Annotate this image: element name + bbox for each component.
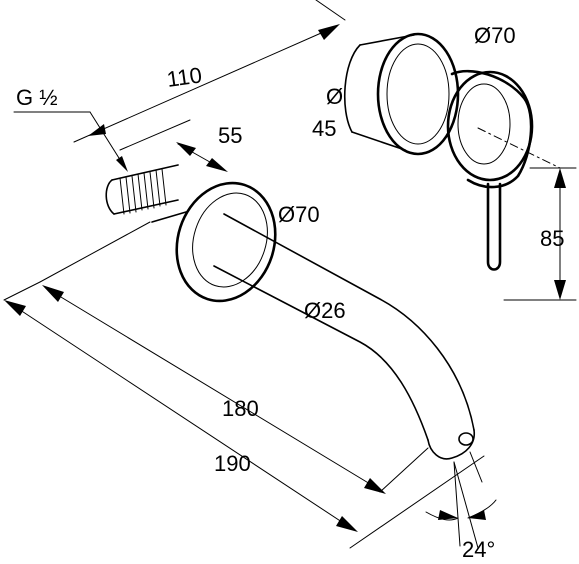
mixer-body [343, 32, 534, 271]
ext-190-right [349, 455, 485, 549]
spout-rosette-inner [192, 192, 268, 288]
angle-ref-vertical [453, 461, 461, 547]
spout-rosette [175, 181, 277, 303]
dim-110-label: 110 [165, 62, 203, 92]
ext-190-left [3, 281, 41, 301]
mixer-rosette-inner [386, 43, 450, 145]
ext-110-right [315, 0, 346, 21]
dimline-180 [45, 287, 381, 491]
mixer-cap-ring [457, 83, 511, 165]
arrow-180-left [42, 285, 64, 302]
arrow-55-right [206, 158, 228, 172]
arrow-190-left [4, 300, 26, 316]
arrow-55-left [176, 142, 196, 156]
dim-190-label: 190 [214, 451, 251, 476]
spout-tube-top [223, 213, 475, 431]
angle-24-label: 24° [462, 537, 495, 562]
mixer-centerline [477, 127, 561, 169]
thread-bottom [113, 199, 179, 215]
dia-70-top-label: Ø70 [474, 23, 516, 48]
thread-grooves [119, 168, 167, 215]
spout-aerator [458, 432, 474, 446]
thread-top [111, 164, 179, 181]
thread-leader-arrow [116, 156, 128, 172]
arrow-180-right [364, 478, 386, 494]
mixer-lever [486, 182, 502, 271]
spout [105, 164, 476, 460]
dia-45-label: 45 [312, 116, 336, 141]
arrow-angle-right [468, 510, 486, 520]
thread-leader [89, 111, 125, 167]
ext-180-left [39, 221, 151, 283]
dia-26-label: Ø26 [304, 298, 346, 323]
mixer-body-back [343, 44, 361, 133]
arrow-110-right [318, 24, 340, 40]
arrow-angle-left [438, 510, 458, 520]
mixer-body-edge-top [359, 34, 415, 46]
dim-180-label: 180 [222, 396, 259, 421]
spout-tube-bottom [213, 265, 429, 441]
dim-85-label: 85 [540, 226, 564, 251]
ext-180-right [379, 447, 429, 493]
arrow-190-right [336, 516, 358, 532]
angle-ext-top [469, 451, 483, 483]
thread-label: G ½ [16, 85, 58, 110]
dia-45-symbol: Ø [326, 84, 343, 109]
mixer-rosette [376, 32, 460, 156]
dimline-110 [73, 29, 329, 143]
dia-70-mid-label: Ø70 [278, 202, 320, 227]
dim-55-label: 55 [218, 123, 242, 148]
stub-bottom [151, 211, 187, 223]
ext-55-top [119, 119, 191, 151]
arrow-85-top [554, 168, 566, 188]
thread-end [105, 179, 115, 215]
dimline-190 [7, 301, 355, 531]
arrow-85-bottom [554, 280, 566, 300]
mixer-cap-face [446, 70, 534, 182]
angle-arc-left [425, 511, 459, 521]
mixer-body-edge-bottom [351, 131, 406, 151]
angle-ref-inclined [453, 461, 479, 549]
arrow-110-left [88, 124, 106, 136]
